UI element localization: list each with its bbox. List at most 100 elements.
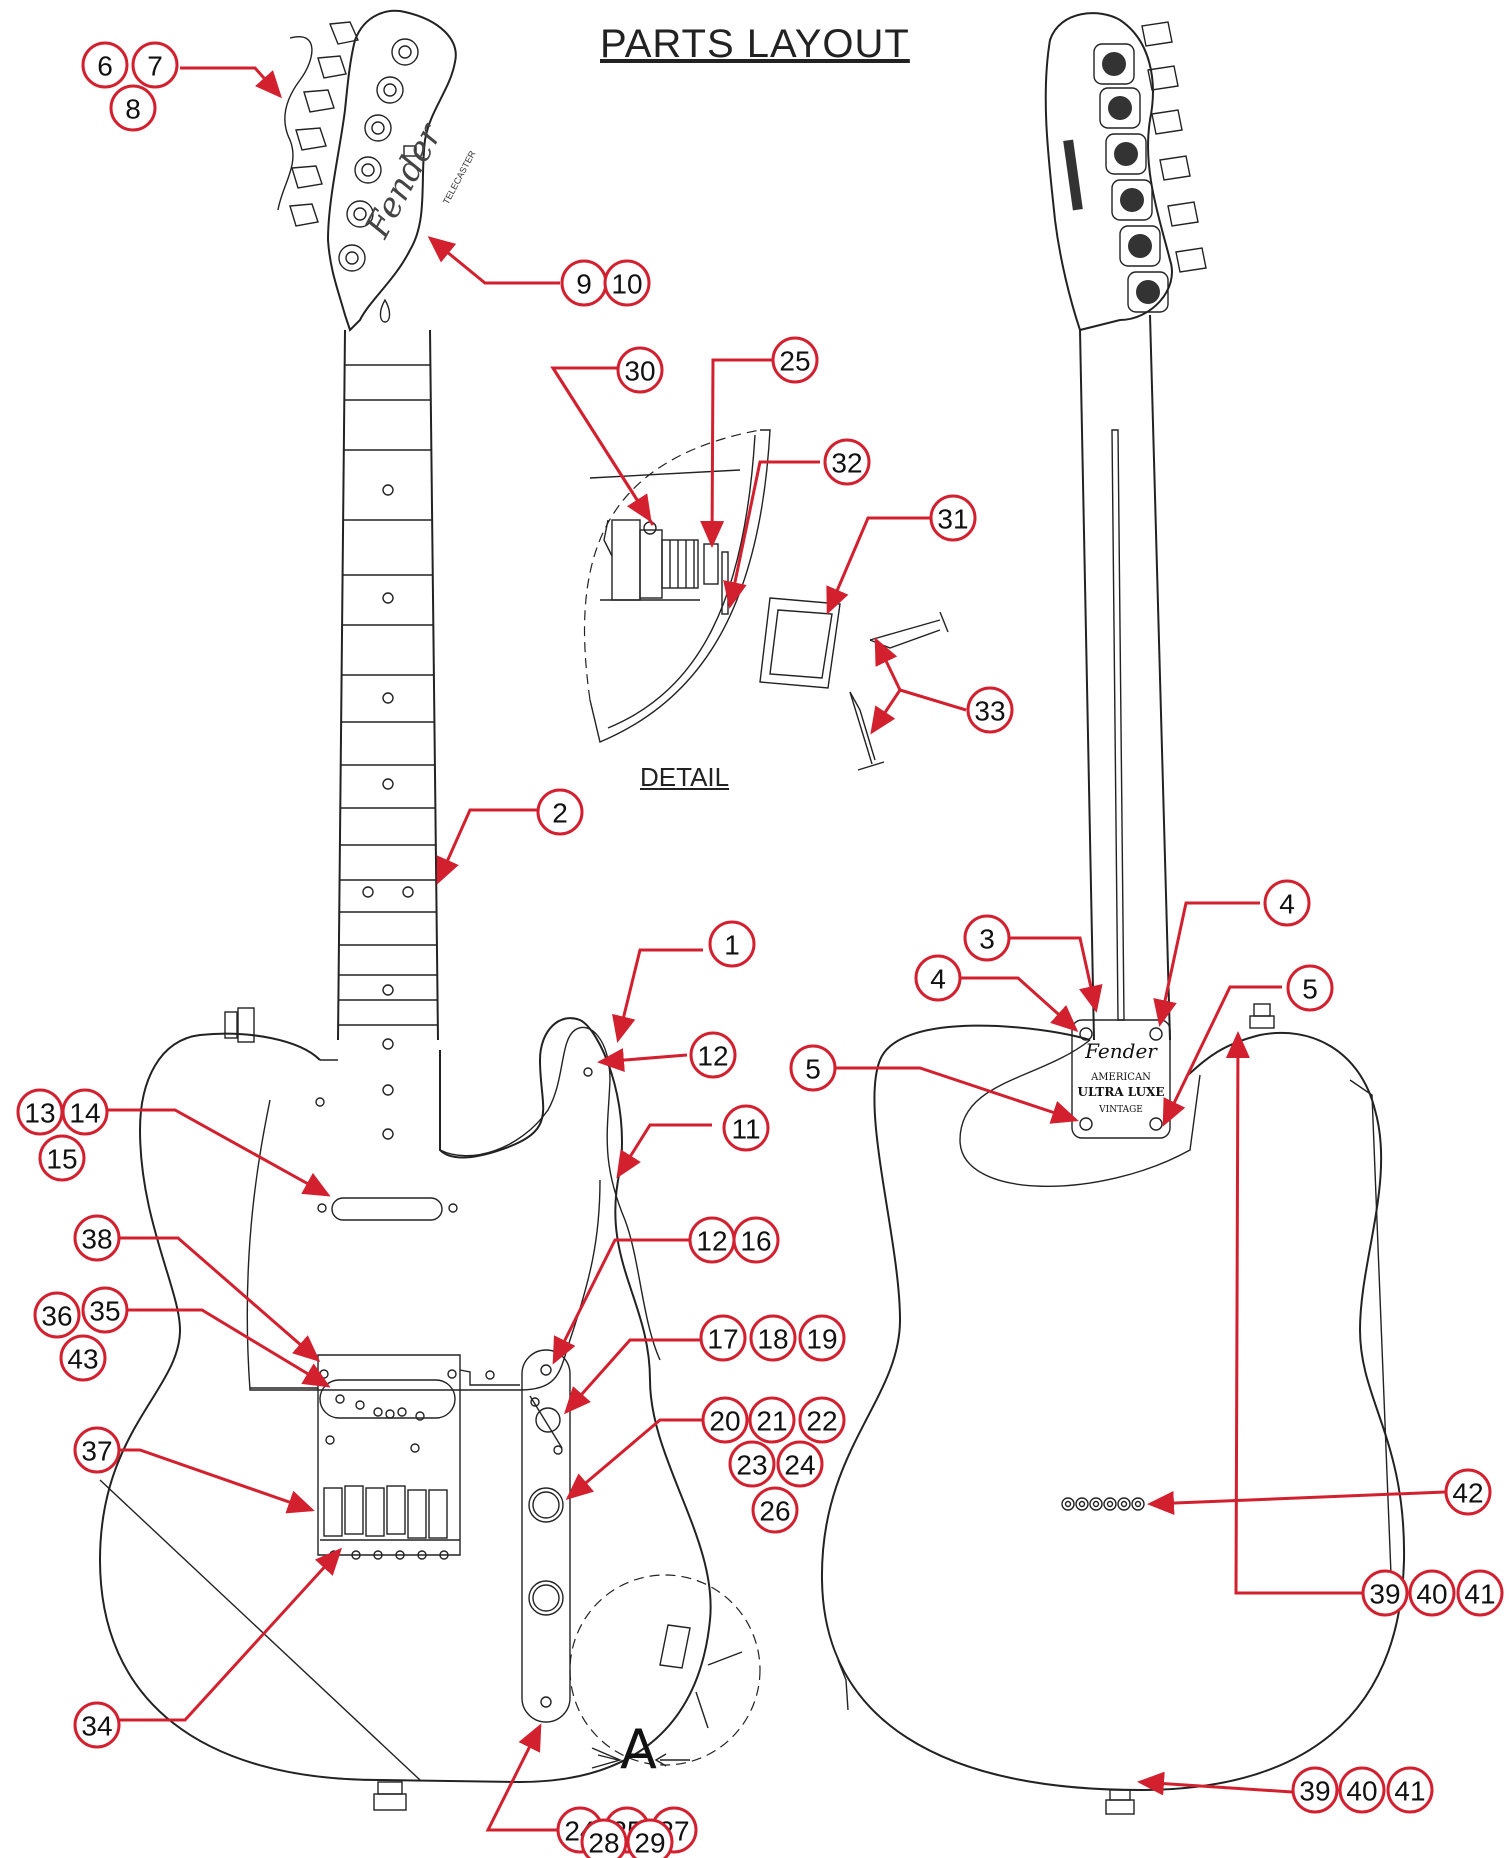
view-a-marker: A [620, 1718, 657, 1781]
callout-21: 21 [748, 1396, 796, 1444]
callout-12: 12 [689, 1031, 737, 1079]
body-bevel [99, 1479, 421, 1781]
callout-label: 41 [1394, 1776, 1425, 1807]
pickguard-edge [439, 1026, 661, 1361]
callout-label: 4 [1279, 889, 1295, 920]
callout-label: 36 [41, 1301, 72, 1332]
callout-39: 39 [1291, 1766, 1339, 1814]
callout-40: 40 [1408, 1569, 1456, 1617]
callout-1: 1 [708, 920, 756, 968]
callout-label: 3 [979, 924, 995, 955]
callout-label: 11 [731, 1114, 760, 1145]
callout-label: 32 [831, 448, 862, 479]
leader-lines [85, 66, 1446, 1832]
strap-button-bottom-front [373, 1781, 407, 1811]
output-jack-assembly [603, 519, 729, 615]
front-tuner-keys [289, 21, 359, 227]
callout-label: 41 [1464, 1579, 1495, 1610]
strap-button-front [224, 1007, 255, 1043]
jack-plate-parts [759, 597, 949, 771]
callout-4: 4 [914, 954, 962, 1002]
callout-39: 39 [1361, 1569, 1409, 1617]
volume-knob [528, 1487, 564, 1523]
front-guitar: Fender TELECASTER [98, 9, 761, 1811]
neck-plate-line-1: AMERICAN [1090, 1072, 1151, 1083]
callout-label: 5 [1302, 974, 1318, 1005]
back-headstock [1044, 12, 1173, 332]
callout-label: 14 [69, 1098, 100, 1129]
screw [583, 1067, 593, 1077]
callout-label: 22 [806, 1406, 837, 1437]
serial-label [1063, 139, 1083, 211]
callout-label: 28 [588, 1828, 619, 1858]
screw [540, 1364, 552, 1376]
callout-15: 15 [38, 1134, 86, 1182]
callout-label: 7 [147, 51, 163, 82]
callout-4: 4 [1263, 879, 1311, 927]
callout-label: 33 [974, 696, 1005, 727]
callout-36: 36 [33, 1291, 81, 1339]
callout-label: 26 [759, 1496, 790, 1527]
callout-label: 1 [724, 930, 740, 961]
callout-34: 34 [73, 1701, 121, 1749]
callout-label: 10 [611, 269, 642, 300]
callout-label: 37 [81, 1436, 112, 1467]
detail-a-circle [569, 1574, 761, 1766]
callout-24: 24 [776, 1440, 824, 1488]
bridge-saddles [320, 1485, 460, 1560]
back-body [820, 1024, 1406, 1792]
headstock-logo: Fender [357, 116, 451, 245]
callout-label: 21 [756, 1406, 787, 1437]
callout-label: 29 [634, 1828, 665, 1858]
callout-label: 34 [81, 1711, 112, 1742]
callout-label: 40 [1416, 1579, 1447, 1610]
callout-5: 5 [789, 1044, 837, 1092]
callout-label: 9 [576, 269, 592, 300]
callout-label: 8 [125, 94, 141, 125]
callout-16: 16 [732, 1216, 780, 1264]
headstock-model: TELECASTER [441, 149, 478, 206]
callout-label: 4 [930, 964, 946, 995]
callout-19: 19 [798, 1314, 846, 1362]
callout-42: 42 [1444, 1468, 1492, 1516]
callout-label: 43 [67, 1344, 98, 1375]
callout-9: 9 [560, 259, 608, 307]
callout-41: 41 [1386, 1766, 1434, 1814]
screw [448, 1203, 458, 1213]
callout-41: 41 [1456, 1569, 1504, 1617]
callout-28: 28 [580, 1818, 628, 1858]
callout-37: 37 [73, 1426, 121, 1474]
screw [540, 1696, 552, 1708]
callout-11: 11 [722, 1104, 770, 1152]
page-title: PARTS LAYOUT [600, 22, 910, 66]
bridge-pickup-poles [335, 1394, 425, 1421]
string-tree [403, 145, 417, 157]
neck-plate-logo: Fender [1084, 1039, 1158, 1063]
callout-label: 19 [806, 1324, 837, 1355]
callout-label: 17 [707, 1324, 738, 1355]
neck-plate [1071, 1019, 1171, 1139]
callout-25: 25 [771, 336, 819, 384]
callout-35: 35 [81, 1286, 129, 1334]
callout-label: 12 [696, 1226, 727, 1257]
detail-view [583, 429, 771, 743]
callout-label: 38 [81, 1224, 112, 1255]
callout-18: 18 [749, 1314, 797, 1362]
callout-label: 31 [937, 504, 968, 535]
callout-40: 40 [1338, 1766, 1386, 1814]
callout-label: 20 [709, 1406, 740, 1437]
callout-label: 40 [1346, 1776, 1377, 1807]
detail-a-mini [659, 1624, 743, 1729]
detail-label: DETAIL [640, 762, 730, 792]
tuner-posts [338, 38, 419, 272]
callout-20: 20 [701, 1396, 749, 1444]
bridge-pickup [319, 1379, 456, 1419]
callout-label: 35 [89, 1296, 120, 1327]
screw [317, 1203, 327, 1213]
callout-label: 24 [784, 1450, 815, 1481]
callout-38: 38 [73, 1214, 121, 1262]
fret-markers [362, 484, 414, 1140]
tone-knob [528, 1580, 564, 1616]
callout-label: 25 [779, 346, 810, 377]
